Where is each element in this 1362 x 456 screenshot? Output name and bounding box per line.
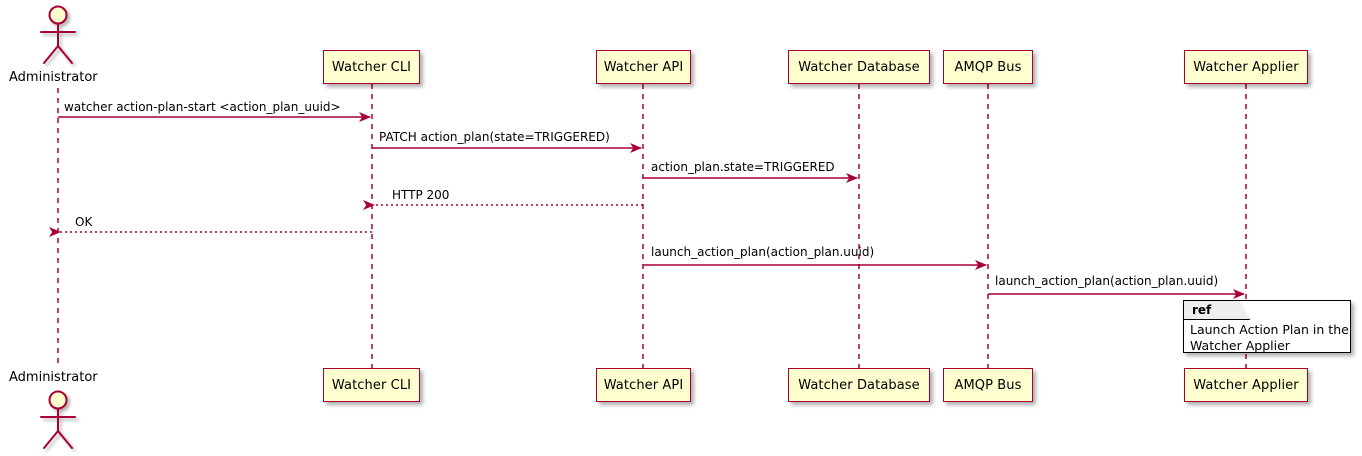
participant-label-cli-bottom: Watcher CLI <box>331 377 412 393</box>
participant-label-applier-bottom: Watcher Applier <box>1193 377 1299 393</box>
participant-label-db-top: Watcher Database <box>798 59 920 75</box>
participant-label-db-bottom: Watcher Database <box>798 377 920 393</box>
message-label-m4: HTTP 200 <box>392 188 450 202</box>
participant-box-api-top[interactable]: Watcher API <box>596 50 691 84</box>
ref-fragment-keyword-tab: ref <box>1184 301 1250 320</box>
participant-label-amqp-top: AMQP Bus <box>954 59 1022 75</box>
actor-administrator-top-icon <box>40 5 76 64</box>
participant-label-api-top: Watcher API <box>603 59 684 75</box>
participant-label-applier-top: Watcher Applier <box>1193 59 1299 75</box>
lifelines-group <box>57 84 1247 368</box>
participant-box-amqp-top[interactable]: AMQP Bus <box>943 50 1033 84</box>
participant-label-cli-top: Watcher CLI <box>331 59 412 75</box>
participant-box-applier-bottom[interactable]: Watcher Applier <box>1184 368 1308 402</box>
message-label-m7: launch_action_plan(action_plan.uuid) <box>995 274 1219 288</box>
messages-group <box>49 112 1245 299</box>
ref-fragment: ref Launch Action Plan in the Watcher Ap… <box>1183 300 1351 353</box>
ref-fragment-text: Launch Action Plan in the Watcher Applie… <box>1190 322 1349 353</box>
ref-fragment-keyword: ref <box>1192 303 1212 317</box>
participant-box-amqp-bottom[interactable]: AMQP Bus <box>943 368 1033 402</box>
participant-box-db-bottom[interactable]: Watcher Database <box>788 368 930 402</box>
message-label-m6: launch_action_plan(action_plan.uuid) <box>651 245 875 259</box>
actor-administrator-bottom-icon <box>40 390 76 449</box>
actor-label-administrator-top: Administrator <box>9 70 98 85</box>
participant-label-amqp-bottom: AMQP Bus <box>954 377 1022 393</box>
participant-box-cli-top[interactable]: Watcher CLI <box>323 50 420 84</box>
message-label-m2: PATCH action_plan(state=TRIGGERED) <box>379 130 610 144</box>
message-label-m1: watcher action-plan-start <action_plan_u… <box>64 100 341 114</box>
participant-box-api-bottom[interactable]: Watcher API <box>596 368 691 402</box>
participant-box-cli-bottom[interactable]: Watcher CLI <box>323 368 420 402</box>
actor-label-administrator-bottom: Administrator <box>9 370 98 385</box>
participant-box-applier-top[interactable]: Watcher Applier <box>1184 50 1308 84</box>
message-label-m5: OK <box>75 215 93 229</box>
message-label-m3: action_plan.state=TRIGGERED <box>651 160 835 174</box>
participant-label-api-bottom: Watcher API <box>603 377 684 393</box>
participant-box-db-top[interactable]: Watcher Database <box>788 50 930 84</box>
